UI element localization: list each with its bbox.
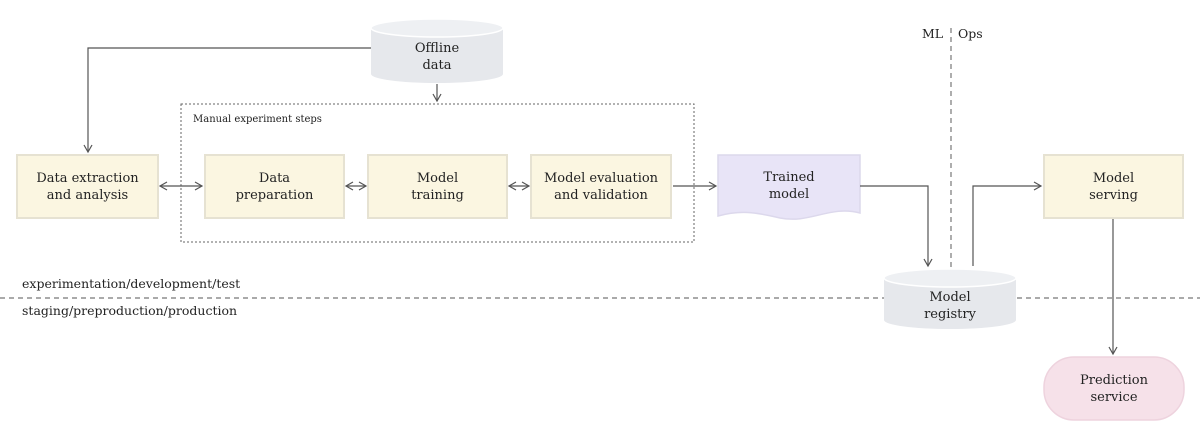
ops-label: Ops	[958, 26, 983, 41]
model-training-box: Model training	[367, 154, 508, 219]
model-serving-box: Model serving	[1043, 154, 1184, 219]
dev-zone-label: experimentation/development/test	[22, 276, 241, 291]
prod-zone-label: staging/preproduction/production	[22, 303, 238, 318]
model-registry-cylinder	[883, 268, 1017, 329]
ml-label: ML	[922, 26, 944, 41]
manual-steps-container	[180, 103, 695, 243]
offline-data-label: Offline data	[414, 41, 460, 73]
trained-model-label: Trained model	[763, 170, 815, 202]
trained-model-shape	[717, 154, 861, 220]
data-preparation-box: Data preparation	[204, 154, 345, 219]
arrow-trained-registry	[860, 185, 933, 268]
offline-data-cylinder	[370, 18, 504, 83]
manual-steps-label: Manual experiment steps	[193, 114, 322, 125]
model-evaluation-box: Model evaluation and validation	[530, 154, 672, 219]
prediction-service-shape	[1043, 356, 1185, 421]
model-registry-label: Model registry	[924, 290, 976, 322]
arrow-offline-to-extraction	[83, 47, 371, 154]
arrow-registry-serving	[972, 181, 1043, 266]
prediction-service-label: Prediction service	[1080, 373, 1148, 405]
data-extraction-box: Data extraction and analysis	[16, 154, 159, 219]
